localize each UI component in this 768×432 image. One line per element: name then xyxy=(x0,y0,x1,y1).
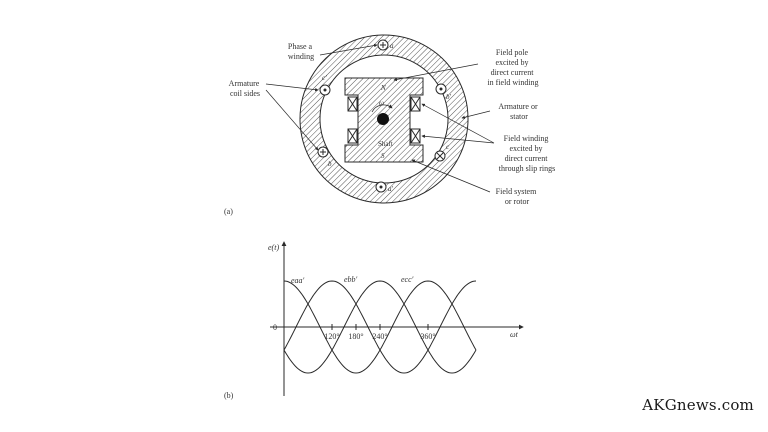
leader-lines xyxy=(265,43,495,193)
coil-c-prime: c′ xyxy=(319,74,331,96)
x-tick-label: 180° xyxy=(348,332,363,341)
shaft-label: Shaft xyxy=(378,140,393,148)
x-ticks: 120° 180° 240° 360° xyxy=(324,324,436,341)
armature-coil-sides-label: Armature coil sides xyxy=(229,79,262,98)
zero-label: 0 xyxy=(273,323,277,332)
x-tick-label: 120° xyxy=(324,332,339,341)
panel-a-label: (a) xyxy=(224,207,233,216)
omega-label: ω xyxy=(379,99,384,107)
series-label-ecc: ecc′ xyxy=(401,275,414,284)
series-line-2 xyxy=(283,280,477,374)
waveform-plot: e(t) ωt 0 120° 180° 240° 360° eaa′ ebb′ ecc… xyxy=(224,241,524,400)
pole-s-label: S xyxy=(381,152,385,160)
coil-a-prime: a′ xyxy=(375,181,394,193)
field-winding-label: Field winding excited by direct current … xyxy=(499,134,555,173)
x-axis-label: ωt xyxy=(510,330,519,339)
machine-cross-section: ω N S Shaft a a′ c′ b xyxy=(224,34,555,216)
series-label-ebb: ebb′ xyxy=(344,275,358,284)
svg-text:b′: b′ xyxy=(446,93,452,101)
field-system-label: Field system or rotor xyxy=(496,187,539,206)
shaft xyxy=(377,113,389,125)
coil-a: a xyxy=(377,39,394,51)
y-axis-label: e(t) xyxy=(268,243,279,252)
phase-a-winding-label: Phase a winding xyxy=(288,42,314,61)
coil-c: c xyxy=(434,143,450,162)
rotation-arrow xyxy=(371,104,393,113)
panel-b-label: (b) xyxy=(224,391,234,400)
x-tick-label: 240° xyxy=(372,332,387,341)
svg-text:a′: a′ xyxy=(388,185,394,193)
svg-text:a: a xyxy=(390,42,394,50)
armature-stator-label: Armature or stator xyxy=(498,102,539,121)
watermark-text: AKGnews.com xyxy=(642,396,754,414)
svg-text:b: b xyxy=(328,160,332,168)
x-tick-label: 360° xyxy=(420,332,435,341)
field-winding-coils xyxy=(347,96,421,144)
field-pole-label: Field pole excited by direct current in … xyxy=(487,48,538,87)
armature-coils: a a′ c′ b b′ xyxy=(317,39,452,193)
coil-b-prime: b′ xyxy=(435,83,452,101)
svg-text:c′: c′ xyxy=(322,74,327,82)
coil-b: b xyxy=(317,146,332,168)
waveform-series xyxy=(283,280,477,374)
series-label-eaa: eaa′ xyxy=(291,276,305,285)
svg-text:c: c xyxy=(446,143,450,151)
series-line-3 xyxy=(283,280,477,374)
pole-n-label: N xyxy=(380,84,386,92)
